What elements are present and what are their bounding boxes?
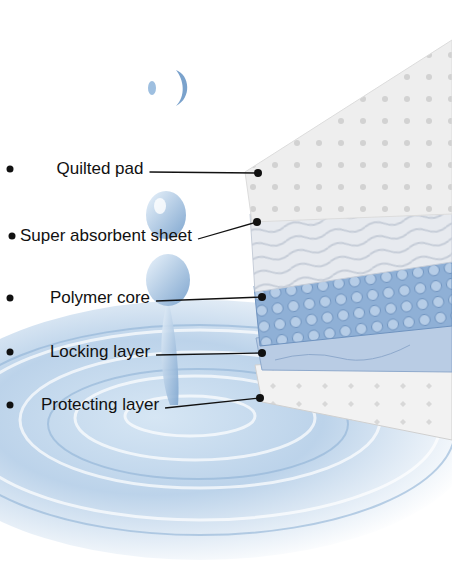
part-label: Protecting layer bbox=[41, 395, 159, 415]
leader-dot bbox=[258, 349, 266, 357]
leader-dot bbox=[254, 169, 262, 177]
leader-line bbox=[156, 297, 262, 301]
part-label: Locking layer bbox=[50, 342, 150, 362]
leader-dot bbox=[258, 293, 266, 301]
leader-line bbox=[156, 353, 262, 355]
leader-line bbox=[198, 222, 257, 239]
part-label: Super absorbent sheet bbox=[20, 226, 192, 246]
part-label: Quilted pad bbox=[57, 159, 144, 179]
part-label: Polymer core bbox=[50, 288, 150, 308]
leader-line bbox=[149, 172, 258, 173]
leader-line bbox=[165, 398, 260, 408]
leader-dot bbox=[256, 394, 264, 402]
leader-dot bbox=[253, 218, 261, 226]
